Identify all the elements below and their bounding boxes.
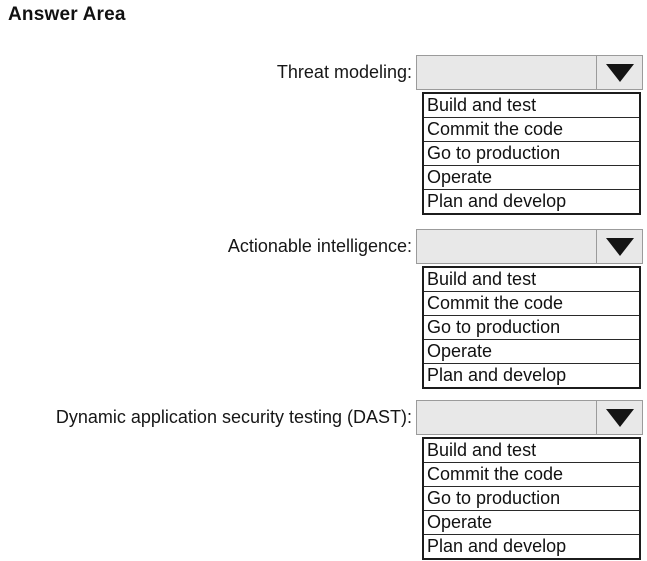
dropdown-selected-value[interactable] [417, 56, 596, 89]
dropdown-option[interactable]: Operate [424, 510, 639, 534]
dropdown-option[interactable]: Operate [424, 339, 639, 363]
dropdown-selected-value[interactable] [417, 401, 596, 434]
dropdown-arrow-button[interactable] [596, 401, 642, 434]
dropdown-option[interactable]: Go to production [424, 141, 639, 165]
dropdown-select[interactable] [416, 55, 643, 90]
dropdown-selected-value[interactable] [417, 230, 596, 263]
dropdown-option[interactable]: Go to production [424, 315, 639, 339]
question-group-threat-modeling: Threat modeling: Build and test Commit t… [0, 55, 647, 217]
dropdown-option[interactable]: Operate [424, 165, 639, 189]
question-group-actionable-intelligence: Actionable intelligence: Build and test … [0, 229, 647, 391]
dropdown-select[interactable] [416, 229, 643, 264]
dropdown-select[interactable] [416, 400, 643, 435]
question-label: Dynamic application security testing (DA… [55, 407, 412, 427]
dropdown-arrow-icon [605, 237, 634, 256]
dropdown-option[interactable]: Build and test [427, 440, 537, 460]
dropdown-options-list: Build and test Commit the code Go to pro… [422, 92, 641, 215]
dropdown-arrow-button[interactable] [596, 56, 642, 89]
dropdown-option[interactable]: Go to production [424, 486, 639, 510]
question-group-dast: Dynamic application security testing (DA… [0, 400, 647, 561]
dropdown-options-list: Build and test Commit the code Go to pro… [422, 266, 641, 389]
dropdown-option[interactable]: Plan and develop [424, 534, 639, 558]
question-label: Actionable intelligence: [227, 236, 412, 256]
dropdown-option[interactable]: Plan and develop [424, 189, 639, 213]
dropdown-option[interactable]: Commit the code [424, 117, 639, 141]
answer-area-title: Answer Area [8, 4, 126, 25]
dropdown-option[interactable]: Commit the code [424, 462, 639, 486]
dropdown-arrow-icon [605, 63, 634, 82]
dropdown-arrow-icon [605, 408, 634, 427]
dropdown-option[interactable]: Commit the code [424, 291, 639, 315]
dropdown-option[interactable]: Build and test [427, 95, 537, 115]
dropdown-options-list: Build and test Commit the code Go to pro… [422, 437, 641, 560]
dropdown-option[interactable]: Build and test [427, 269, 537, 289]
dropdown-option[interactable]: Plan and develop [424, 363, 639, 387]
dropdown-arrow-button[interactable] [596, 230, 642, 263]
question-label: Threat modeling: [276, 62, 412, 82]
